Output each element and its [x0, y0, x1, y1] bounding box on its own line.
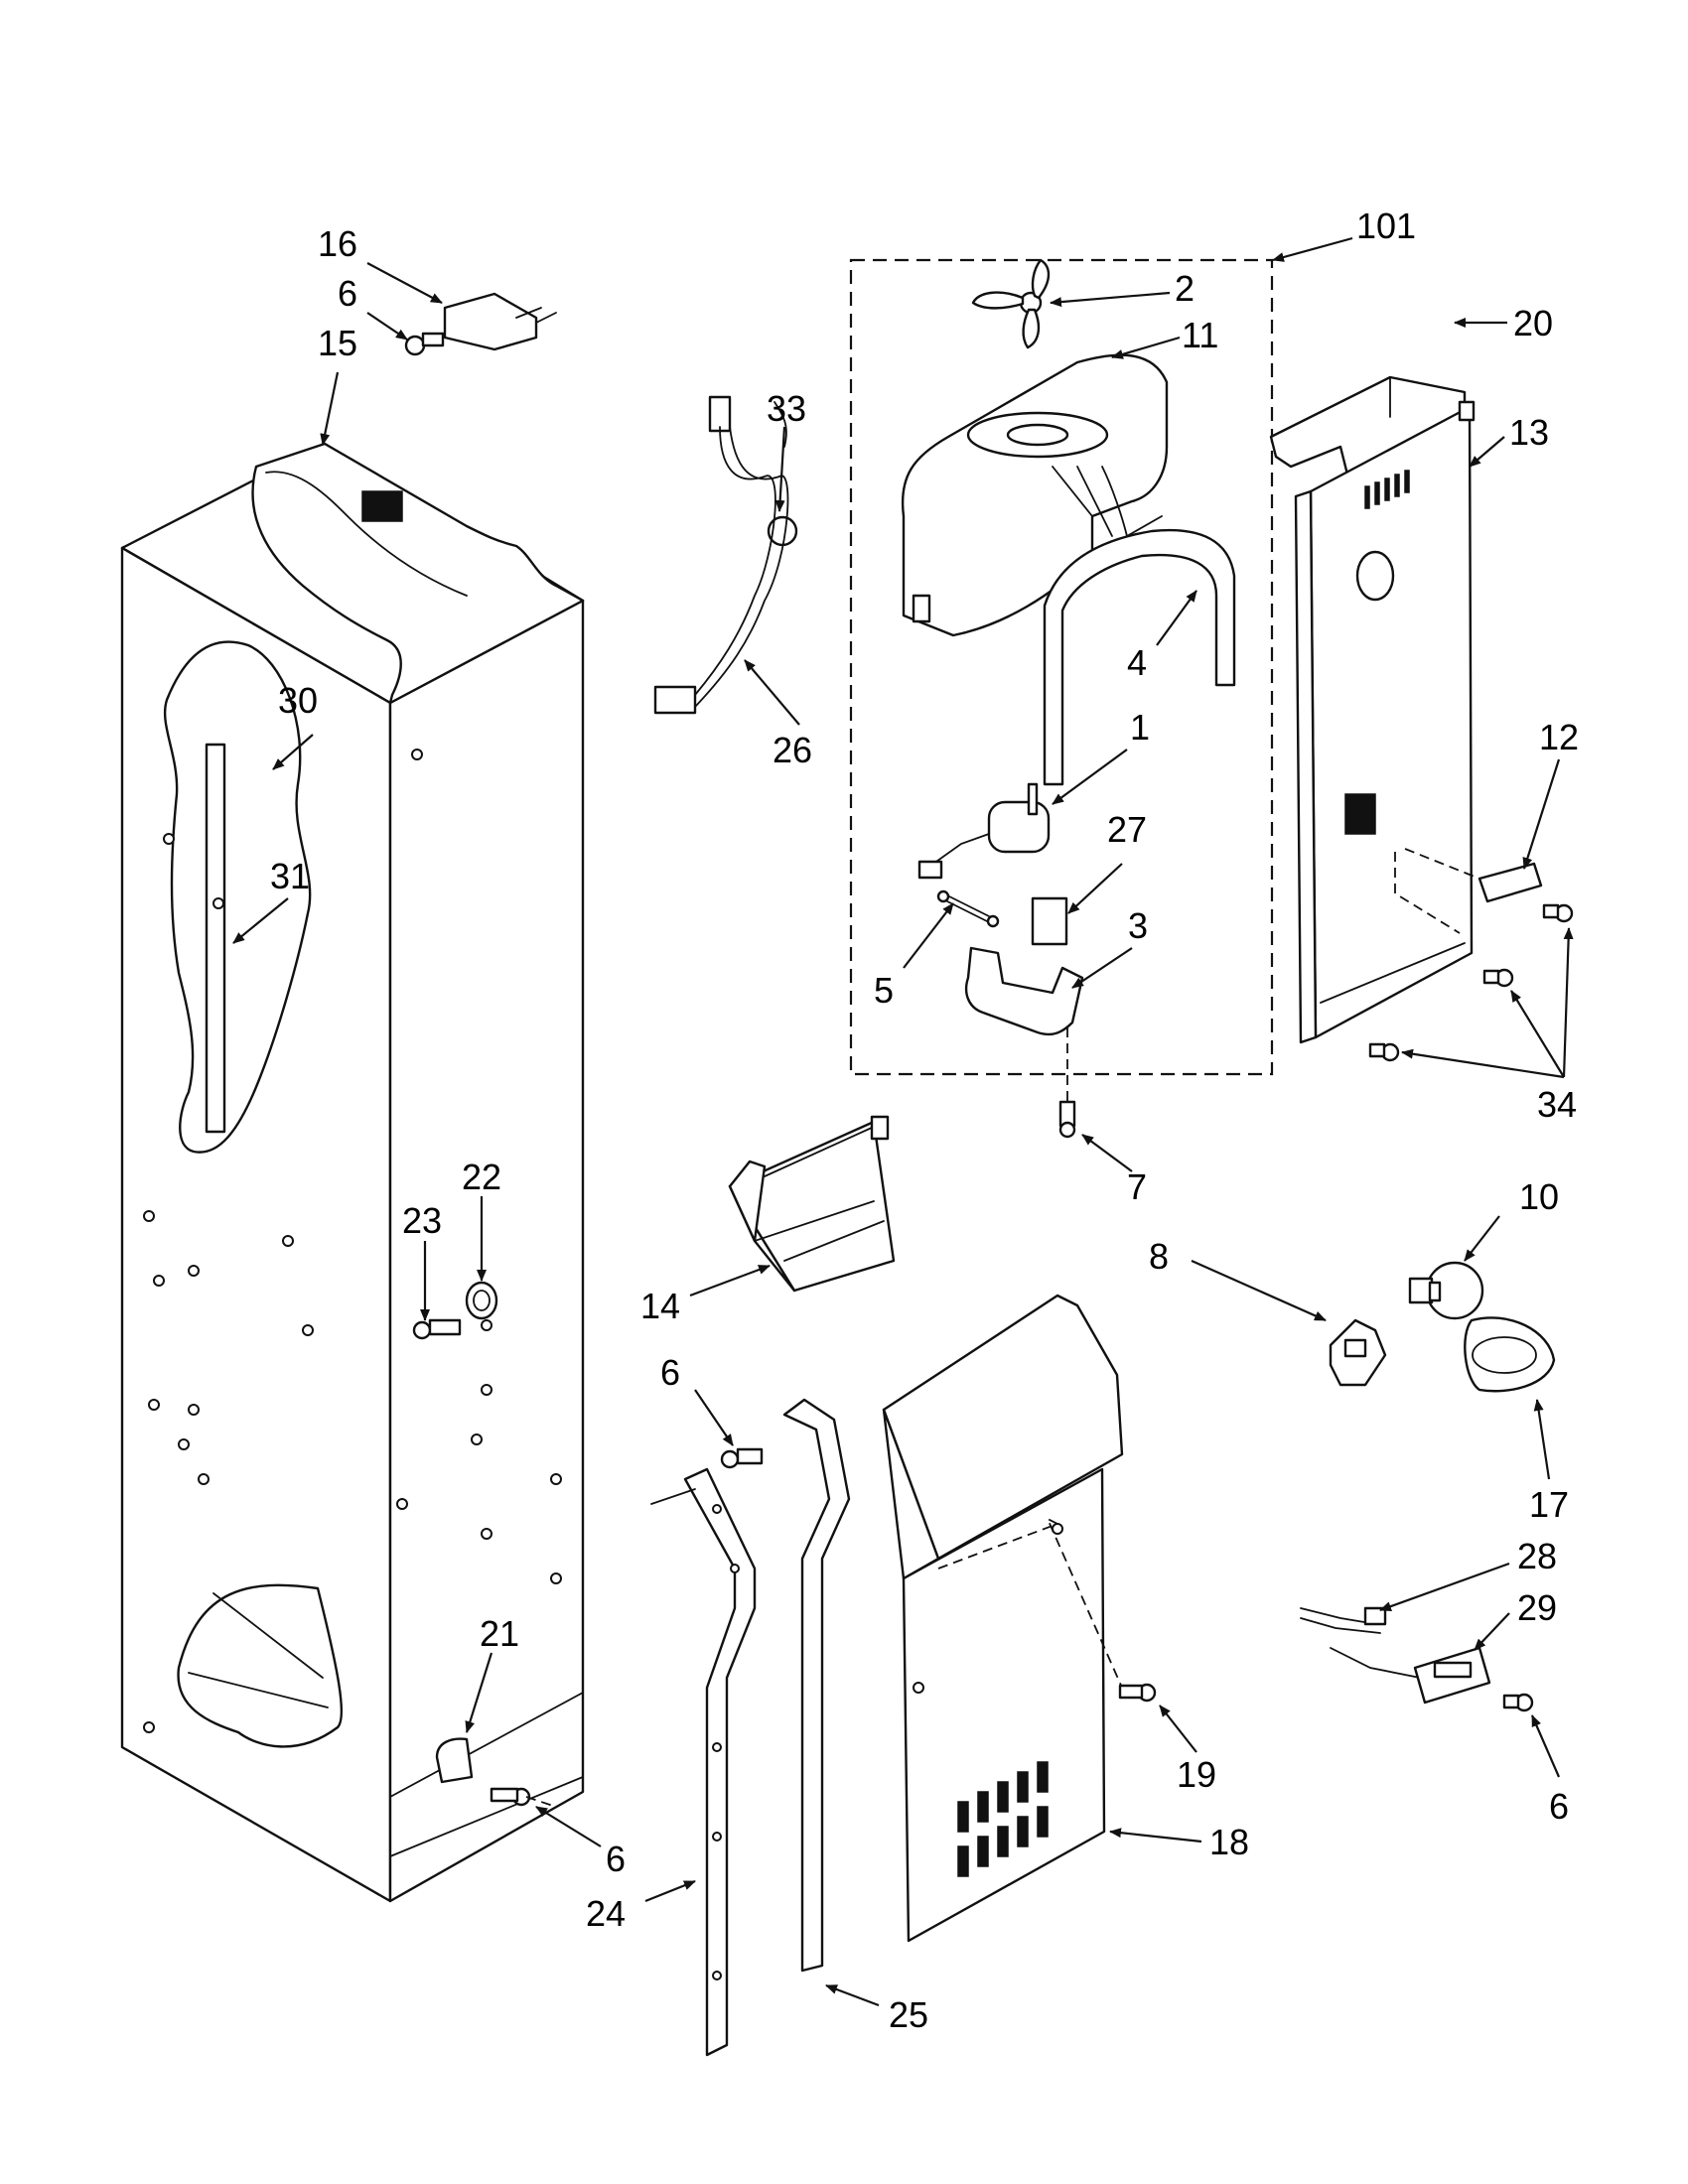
liner-holes: [143, 749, 562, 1733]
hinge-support-24: [650, 1467, 757, 2057]
bracket-16: [443, 292, 557, 351]
callout-12: 12: [1539, 717, 1579, 757]
cover-vents: [957, 1761, 1049, 1877]
screw-34c: [1368, 1042, 1400, 1062]
callout-10: 10: [1519, 1176, 1559, 1217]
motor-strap: [936, 889, 1000, 928]
callout-15: 15: [318, 323, 357, 363]
callout-6d: 6: [1549, 1786, 1569, 1827]
light-socket: [1329, 1318, 1387, 1387]
motor-bracket: [964, 946, 1084, 1036]
callout-34: 34: [1537, 1084, 1577, 1125]
light-switch-assembly: [1300, 1606, 1491, 1705]
callout-6a: 6: [338, 273, 357, 314]
screw-34a: [1542, 903, 1574, 923]
callout-18: 18: [1209, 1822, 1249, 1862]
fan-blade: [971, 258, 1051, 349]
rear-panel-13: [1294, 400, 1476, 1044]
fan-housing: [901, 353, 1169, 637]
callout-101: 101: [1356, 205, 1416, 246]
callout-2: 2: [1175, 268, 1195, 309]
callout-31: 31: [270, 856, 310, 896]
screw-34b: [1482, 968, 1514, 988]
clip-21: [435, 1737, 474, 1784]
rear-cover-18: [882, 1294, 1124, 1943]
callout-6b: 6: [660, 1352, 680, 1393]
gasket-25: [782, 1398, 851, 1973]
wire-harness: [653, 395, 798, 715]
panel-vents: [1364, 470, 1410, 509]
callout-14: 14: [640, 1286, 680, 1326]
callout-33: 33: [767, 388, 806, 429]
light-bulb: [1408, 1261, 1484, 1320]
callout-28: 28: [1517, 1536, 1557, 1576]
callout-labels: 101 2 11 20 13 16 6 15 33 26 4 1 27 3 5 …: [270, 205, 1579, 2035]
callout-8: 8: [1149, 1236, 1169, 1277]
kit-boundary-101: [849, 258, 1274, 1076]
air-duct-14: [728, 1115, 896, 1293]
callout-22: 22: [462, 1157, 501, 1197]
callout-3: 3: [1128, 905, 1148, 946]
callout-5: 5: [874, 970, 894, 1011]
callout-20: 20: [1513, 303, 1553, 343]
cabinet-liner: [120, 442, 585, 1903]
bracket-12: [1404, 848, 1543, 903]
callout-6c: 6: [606, 1839, 626, 1879]
callout-1: 1: [1130, 707, 1150, 748]
callout-29: 29: [1517, 1587, 1557, 1628]
fan-motor: [917, 782, 1051, 880]
screw-7: [1058, 1100, 1076, 1139]
screw-23: [412, 1318, 462, 1340]
screw-19: [1118, 1683, 1157, 1703]
callout-21: 21: [480, 1613, 519, 1654]
screw-6d: [490, 1787, 557, 1808]
callout-19: 19: [1177, 1754, 1216, 1795]
callout-11: 11: [1182, 315, 1218, 355]
callout-25: 25: [889, 1994, 928, 2035]
motor-spacer: [1031, 896, 1068, 946]
housing-gasket: [1043, 528, 1236, 786]
callout-26: 26: [773, 730, 812, 770]
callout-30: 30: [278, 680, 318, 721]
callout-27: 27: [1107, 809, 1147, 850]
screw-6c: [1502, 1693, 1534, 1712]
callout-13: 13: [1509, 412, 1549, 453]
leader-lines: [232, 236, 1574, 2007]
screw-6b: [720, 1447, 764, 1469]
light-shield: [1464, 1316, 1556, 1393]
callout-7: 7: [1127, 1166, 1147, 1207]
screw-6a: [404, 332, 445, 356]
callout-24: 24: [586, 1893, 626, 1934]
callout-17: 17: [1529, 1484, 1569, 1525]
callout-23: 23: [402, 1200, 442, 1241]
damper-knob-22: [465, 1281, 498, 1320]
callout-4: 4: [1127, 642, 1147, 683]
callout-16: 16: [318, 223, 357, 264]
